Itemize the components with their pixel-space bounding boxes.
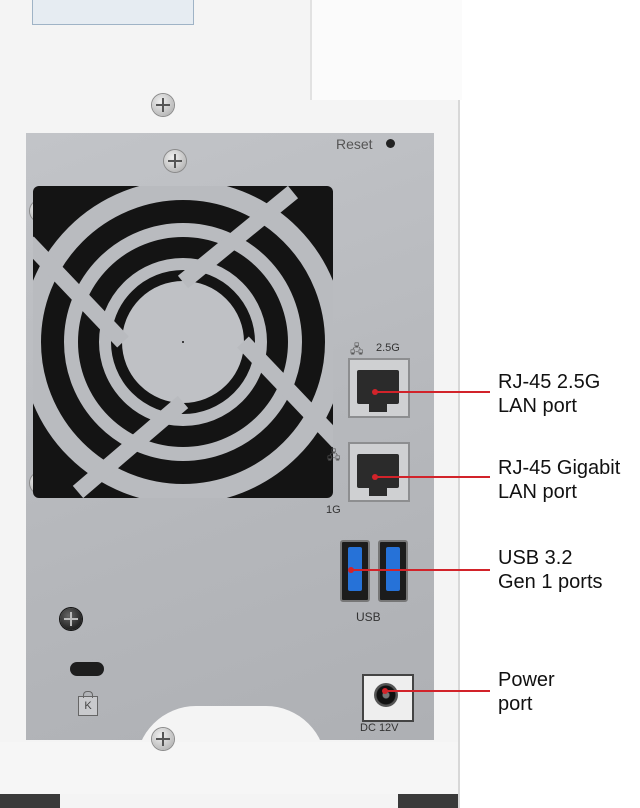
callout-line [386,690,490,692]
callout-line1: RJ-45 Gigabit [498,457,621,479]
callout-line [352,569,490,571]
callout-dot [372,389,378,395]
callout-line [376,391,490,393]
chassis-top-tab [310,0,462,100]
rj45-jack [357,370,399,404]
callout-line [376,476,490,478]
fan-grille-icon [33,186,333,498]
dc-jack [374,683,398,707]
callout-usb: USB 3.2 Gen 1 ports [498,546,603,594]
dc-power-port[interactable] [362,674,414,722]
lan-25g-label: 2.5G [376,342,400,354]
reset-label: Reset [336,136,373,152]
rj45-latch [369,488,387,496]
callout-power: Power port [498,668,555,716]
callout-line1: Power [498,669,555,691]
callout-line2: LAN port [498,395,577,417]
screw-icon [152,94,174,116]
chassis-foot [398,794,458,808]
callout-dot [382,688,388,694]
kensington-slot[interactable] [70,662,104,676]
rj45-jack [357,454,399,488]
reset-button[interactable] [386,139,395,148]
usb-label: USB [356,610,381,624]
callout-line2: port [498,693,533,715]
lock-icon: K [78,691,98,716]
chassis-bottom [0,742,458,794]
screw-icon [164,150,186,172]
callout-rj45-1g: RJ-45 Gigabit LAN port [498,456,620,504]
dc-label: DC 12V [360,722,399,734]
rj45-1g-port[interactable] [348,442,410,502]
callout-rj45-25g: RJ-45 2.5G LAN port [498,370,600,418]
callout-dot [348,567,354,573]
rj45-25g-port[interactable] [348,358,410,418]
usb-port[interactable] [340,540,370,602]
callout-line2: LAN port [498,481,577,503]
callout-line2: Gen 1 ports [498,571,603,593]
usb-port[interactable] [378,540,408,602]
rj45-latch [369,404,387,412]
callout-dot [372,474,378,480]
callout-line1: RJ-45 2.5G [498,371,601,393]
callout-line1: USB 3.2 [498,547,573,569]
screw-icon [60,608,82,630]
network-icon: 🖧 [350,342,364,356]
network-icon: 🖧 [327,448,341,462]
screw-icon [152,728,174,750]
nas-chassis: Reset 🖧 2. [0,0,460,808]
lan-1g-label: 1G [326,504,341,516]
product-label-strip [32,0,194,25]
chassis-foot [0,794,60,808]
